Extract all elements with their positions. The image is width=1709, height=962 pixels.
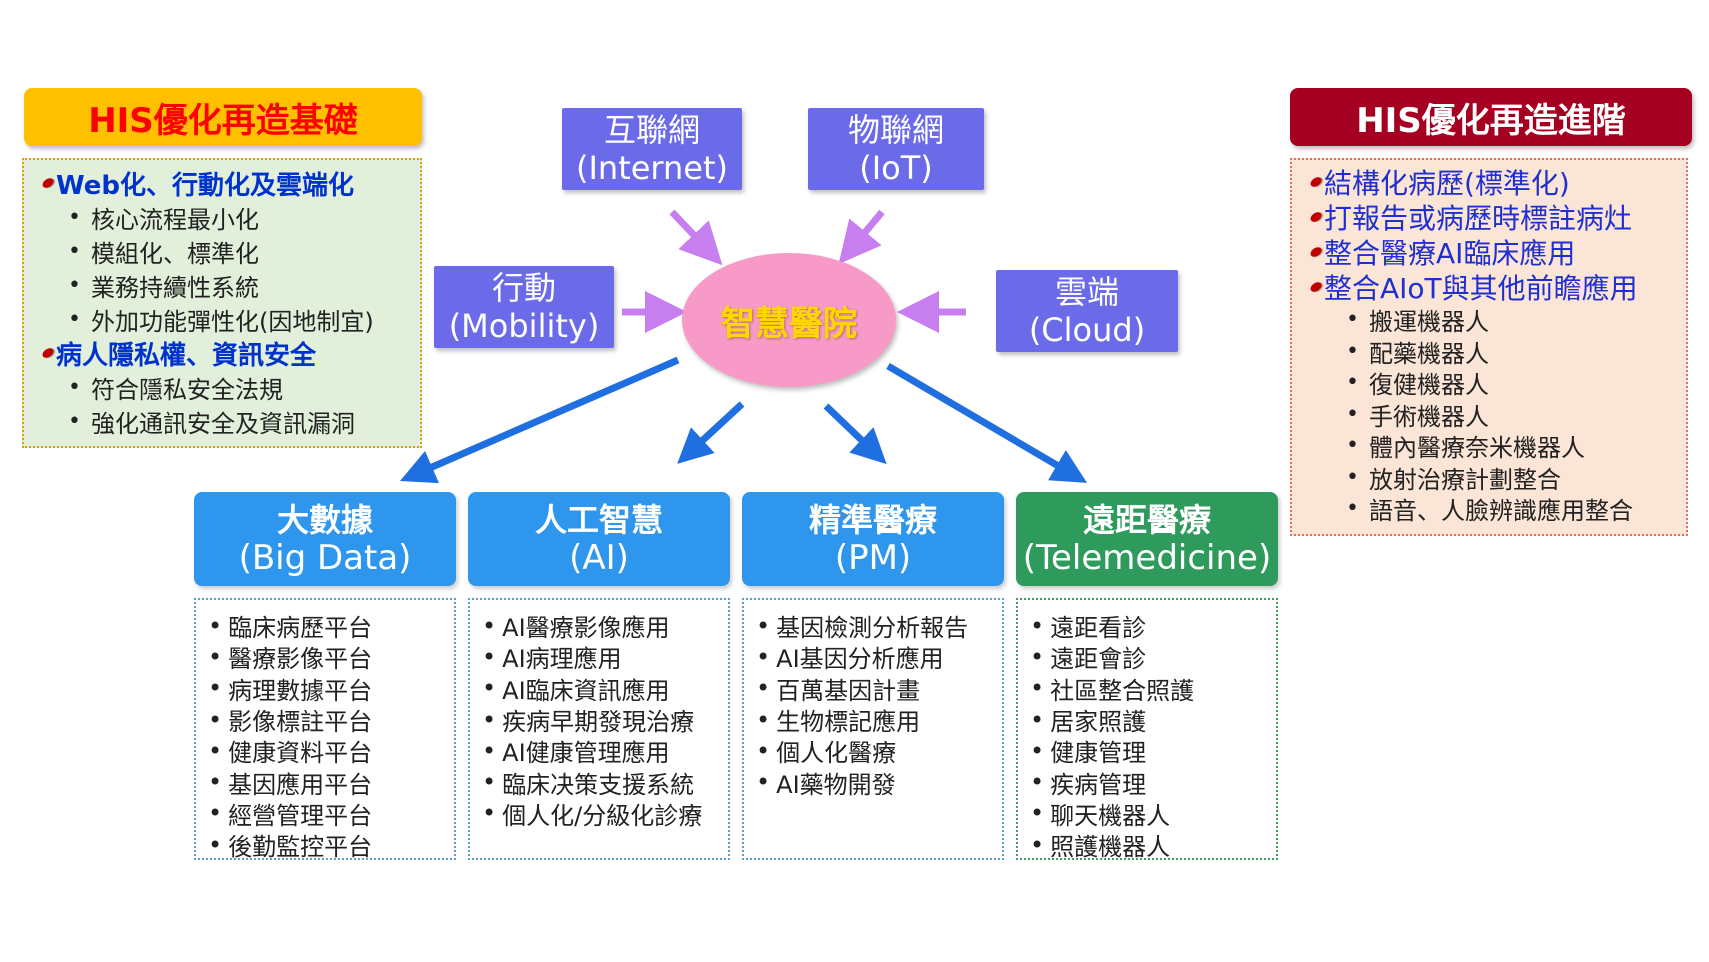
category-ai-header: 人工智慧 (AI) <box>468 492 730 586</box>
list-item: •疾病管理 <box>1030 768 1147 799</box>
node-mobility-title: 行動 <box>491 269 556 307</box>
list-item: •遠距會診 <box>1030 642 1147 674</box>
arrow-iot-to-center <box>838 209 885 265</box>
right-list-item: 整合醫療AI臨床應用 <box>1324 236 1576 270</box>
category-title: 精準醫療 <box>808 501 937 539</box>
right-sub-item: •語音、人臉辨識應用整合 <box>1346 496 1633 526</box>
list-item: •百萬基因計畫 <box>756 674 921 705</box>
list-item: •病理數據平台 <box>208 674 373 705</box>
category-subtitle: (PM) <box>834 538 912 578</box>
list-item: •臨床病歷平台 <box>208 611 373 643</box>
left-list-item: •外加功能彈性化(因地制宜) <box>68 306 374 336</box>
left-list-item: •符合隱私安全法規 <box>68 374 283 404</box>
node-mobility: 行動 (Mobility) <box>434 266 614 348</box>
list-item: •AI臨床資訊應用 <box>482 674 670 705</box>
list-item: •後勤監控平台 <box>208 830 373 862</box>
right-sub-item: •復健機器人 <box>1346 370 1489 400</box>
center-smart-hospital: 智慧醫院 <box>682 253 896 387</box>
left-panel: Web化、行動化及雲端化 •核心流程最小化 •模組化、標準化 •業務持續性系統 … <box>22 158 422 448</box>
list-item: •醫療影像平台 <box>208 642 373 674</box>
left-list-item: •強化通訊安全及資訊漏洞 <box>68 408 355 438</box>
list-item: •AI健康管理應用 <box>482 736 670 768</box>
left-section-heading: 病人隱私權、資訊安全 <box>56 340 317 371</box>
list-item: •AI藥物開發 <box>756 768 896 799</box>
right-panel: 結構化病歷(標準化) 打報告或病歷時標註病灶 整合醫療AI臨床應用 整合AIoT… <box>1290 158 1688 536</box>
right-sub-item: •搬運機器人 <box>1346 307 1489 337</box>
category-ai-list: •AI醫療影像應用 •AI病理應用 •AI臨床資訊應用 •疾病早期發現治療 •A… <box>468 598 730 860</box>
node-internet: 互聯網 (Internet) <box>562 108 742 190</box>
node-iot-title: 物聯網 <box>847 111 944 149</box>
node-mobility-subtitle: (Mobility) <box>448 307 600 345</box>
right-sub-item: •配藥機器人 <box>1346 338 1489 368</box>
list-item: •居家照護 <box>1030 705 1147 737</box>
right-sub-item: •手術機器人 <box>1346 401 1489 431</box>
category-subtitle: (Big Data) <box>238 538 412 578</box>
node-internet-subtitle: (Internet) <box>575 149 729 187</box>
list-item: •基因檢測分析報告 <box>756 611 969 643</box>
list-item: •健康管理 <box>1030 736 1147 768</box>
right-panel-title: HIS優化再造進階 <box>1290 88 1692 146</box>
arrow-center-to-bigdata <box>399 356 680 484</box>
list-item: •聊天機器人 <box>1030 799 1171 830</box>
arrow-internet-to-center <box>669 209 723 266</box>
category-subtitle: (AI) <box>569 538 629 578</box>
node-cloud: 雲端 (Cloud) <box>996 270 1178 352</box>
list-item: •經營管理平台 <box>208 799 373 830</box>
category-pm-header: 精準醫療 (PM) <box>742 492 1004 586</box>
list-item: •遠距看診 <box>1030 611 1147 643</box>
arrow-center-to-pm <box>823 403 887 465</box>
right-sub-item: •放射治療計劃整合 <box>1346 464 1561 494</box>
category-telemedicine-list: •遠距看診 •遠距會診 •社區整合照護 •居家照護 •健康管理 •疾病管理 •聊… <box>1016 598 1278 862</box>
node-cloud-subtitle: (Cloud) <box>1028 311 1146 349</box>
list-item: •個人化/分級化診療 <box>482 799 703 830</box>
left-list-item: •核心流程最小化 <box>68 204 259 234</box>
right-sub-item: •體內醫療奈米機器人 <box>1346 433 1585 463</box>
category-bigdata-list: •臨床病歷平台 •醫療影像平台 •病理數據平台 •影像標註平台 •健康資料平台 … <box>194 598 456 862</box>
list-item: •AI病理應用 <box>482 642 622 674</box>
list-item: •生物標記應用 <box>756 705 921 737</box>
node-iot-subtitle: (IoT) <box>859 149 933 187</box>
list-item: •疾病早期發現治療 <box>482 705 695 737</box>
left-section-heading: Web化、行動化及雲端化 <box>56 170 354 201</box>
node-iot: 物聯網 (IoT) <box>808 108 984 190</box>
list-item: •社區整合照護 <box>1030 674 1195 705</box>
list-item: •臨床决策支援系統 <box>482 768 695 799</box>
right-list-item: 結構化病歷(標準化) <box>1324 166 1570 200</box>
arrow-center-to-telemedicine <box>886 362 1088 483</box>
node-cloud-title: 雲端 <box>1054 273 1119 311</box>
arrow-center-to-ai <box>677 401 745 464</box>
category-subtitle: (Telemedicine) <box>1022 538 1272 578</box>
left-list-item: •模組化、標準化 <box>68 238 259 268</box>
category-telemedicine-header: 遠距醫療 (Telemedicine) <box>1016 492 1278 586</box>
category-title: 遠距醫療 <box>1082 501 1211 539</box>
right-list-item: 打報告或病歷時標註病灶 <box>1324 201 1633 235</box>
category-title: 人工智慧 <box>534 501 663 539</box>
left-panel-title: HIS優化再造基礎 <box>24 88 422 146</box>
left-list-item: •業務持續性系統 <box>68 272 259 302</box>
list-item: •基因應用平台 <box>208 768 373 799</box>
list-item: •健康資料平台 <box>208 736 373 768</box>
node-internet-title: 互聯網 <box>603 111 700 149</box>
category-title: 大數據 <box>276 501 373 539</box>
list-item: •照護機器人 <box>1030 830 1171 862</box>
list-item: •個人化醫療 <box>756 736 897 768</box>
category-bigdata-header: 大數據 (Big Data) <box>194 492 456 586</box>
list-item: •AI基因分析應用 <box>756 642 944 674</box>
category-pm-list: •基因檢測分析報告 •AI基因分析應用 •百萬基因計畫 •生物標記應用 •個人化… <box>742 598 1004 860</box>
right-list-item: 整合AIoT與其他前瞻應用 <box>1324 271 1638 305</box>
list-item: •影像標註平台 <box>208 705 373 737</box>
list-item: •AI醫療影像應用 <box>482 611 670 643</box>
